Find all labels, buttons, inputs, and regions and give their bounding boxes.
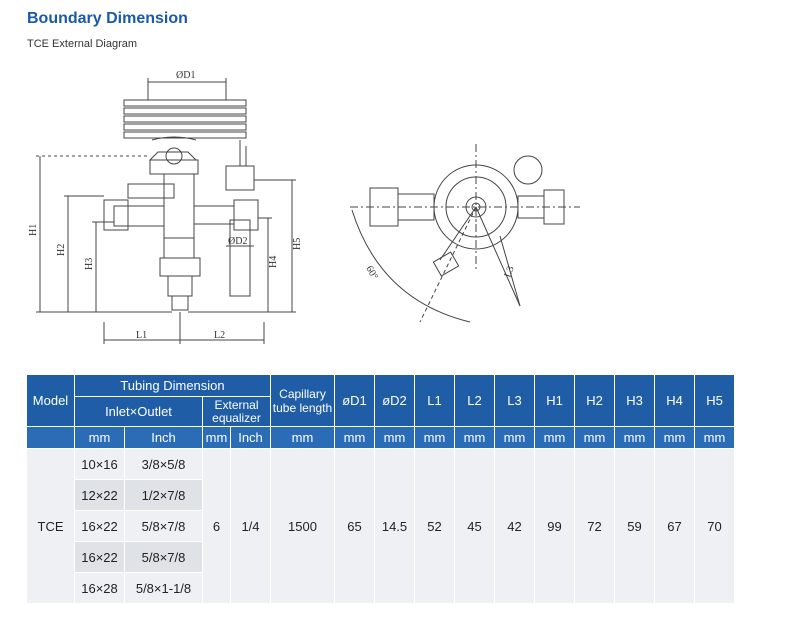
- h4-unit: mm: [654, 426, 695, 449]
- h3-unit: mm: [614, 426, 655, 449]
- h3-value: 59: [614, 448, 655, 604]
- inlet-inch-value: 5/8×7/8: [124, 510, 203, 542]
- specification-table: Model Tubing Dimension Capillary tube le…: [26, 374, 735, 604]
- table-row: 16×28 5/8×1-1/8: [27, 572, 735, 604]
- inlet-inch-value: 5/8×7/8: [124, 541, 203, 573]
- inlet-mm-value: 10×16: [74, 448, 125, 480]
- table-row: 12×22 1/2×7/8: [27, 479, 735, 511]
- capillary-coil: [123, 99, 247, 139]
- inlet-inch-value: 5/8×1-1/8: [124, 572, 203, 604]
- capillary-unit: mm: [270, 426, 335, 449]
- eq-inch-unit: Inch: [230, 426, 271, 449]
- h1-unit: mm: [534, 426, 575, 449]
- h5-header: H5: [694, 374, 735, 427]
- valve-diagram: ØD1 ØD2 H1 H2 H3 H4 H5 L1 L2 L3 60°: [28, 70, 580, 344]
- page-title: Boundary Dimension: [27, 10, 188, 27]
- top-view: [350, 144, 580, 323]
- inlet-inch-unit: Inch: [124, 426, 203, 449]
- l3-unit: mm: [494, 426, 535, 449]
- h3-header: H3: [614, 374, 655, 427]
- l2-label: L2: [214, 330, 225, 341]
- diagram-subtitle: TCE External Diagram: [27, 38, 138, 50]
- capillary-header: Capillary tube length: [270, 374, 335, 427]
- h1-label: H1: [28, 224, 39, 236]
- h4-value: 67: [654, 448, 695, 604]
- eq-mm-value: 6: [202, 448, 231, 604]
- l3-value: 42: [494, 448, 535, 604]
- tubing-header: Tubing Dimension: [74, 374, 271, 397]
- d2-value: 14.5: [374, 448, 415, 604]
- inlet-outlet-header: Inlet×Outlet: [74, 396, 203, 427]
- inlet-inch-value: 1/2×7/8: [124, 479, 203, 511]
- l2-value: 45: [454, 448, 495, 604]
- l1-value: 52: [414, 448, 455, 604]
- l3-label: L3: [502, 265, 516, 279]
- l1-unit: mm: [414, 426, 455, 449]
- l2-unit: mm: [454, 426, 495, 449]
- h4-header: H4: [654, 374, 695, 427]
- inlet-mm-value: 12×22: [74, 479, 125, 511]
- inlet-mm-unit: mm: [74, 426, 125, 449]
- h2-header: H2: [574, 374, 615, 427]
- h5-label: H5: [292, 238, 303, 250]
- h3-label: H3: [84, 258, 95, 270]
- d1-header: øD1: [334, 374, 375, 427]
- d2-unit: mm: [374, 426, 415, 449]
- h2-label: H2: [56, 244, 67, 256]
- h4-label: H4: [268, 256, 279, 268]
- inlet-inch-value: 3/8×5/8: [124, 448, 203, 480]
- l1-header: L1: [414, 374, 455, 427]
- d2-label: ØD2: [228, 236, 247, 247]
- capillary-value: 1500: [270, 448, 335, 604]
- angle-label: 60°: [363, 264, 380, 282]
- table-row: 16×22 5/8×7/8: [27, 541, 735, 573]
- h2-unit: mm: [574, 426, 615, 449]
- l1-label: L1: [136, 330, 147, 341]
- h5-value: 70: [694, 448, 735, 604]
- model-unit-blank: [26, 426, 75, 449]
- inlet-mm-value: 16×28: [74, 572, 125, 604]
- model-value: TCE: [26, 448, 75, 604]
- model-header: Model: [26, 374, 75, 427]
- d1-value: 65: [334, 448, 375, 604]
- h1-header: H1: [534, 374, 575, 427]
- inlet-mm-value: 16×22: [74, 510, 125, 542]
- d1-unit: mm: [334, 426, 375, 449]
- l3-header: L3: [494, 374, 535, 427]
- l2-header: L2: [454, 374, 495, 427]
- d1-label: ØD1: [176, 70, 195, 81]
- inlet-mm-value: 16×22: [74, 541, 125, 573]
- equalizer-header: External equalizer: [202, 396, 271, 427]
- h1-value: 99: [534, 448, 575, 604]
- h5-unit: mm: [694, 426, 735, 449]
- d2-header: øD2: [374, 374, 415, 427]
- eq-mm-unit: mm: [202, 426, 231, 449]
- table-row: 16×22 5/8×7/8: [27, 510, 735, 542]
- table-row: TCE 10×16 3/8×5/8 6 1/4 1500 65 14.5 52 …: [26, 448, 735, 604]
- h2-value: 72: [574, 448, 615, 604]
- eq-inch-value: 1/4: [230, 448, 271, 604]
